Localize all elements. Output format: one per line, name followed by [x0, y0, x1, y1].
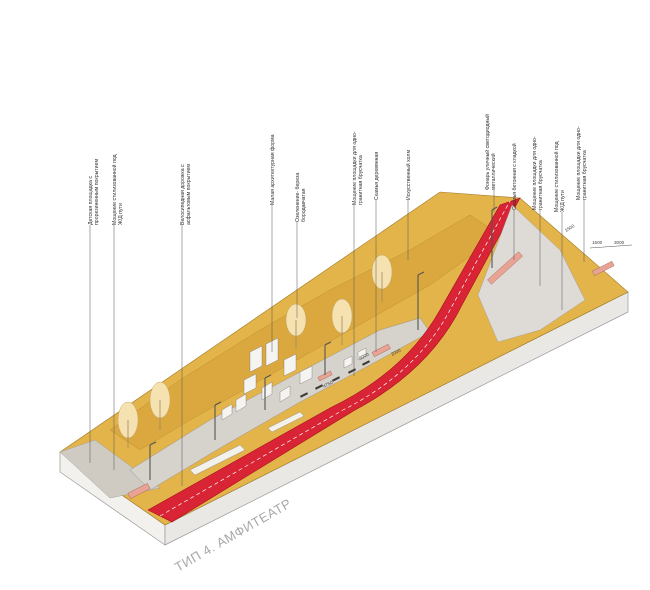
callout-granite-paving-2: Мощение площадки для одно- гранитная бру… [532, 136, 544, 210]
dimension-label: 1500 [564, 223, 576, 233]
callout-line: Скамья деревянная [374, 152, 380, 200]
callout-line: Мощение стилизованной под [111, 154, 118, 225]
callout-line: Малая архитектурная форма [270, 134, 276, 205]
callout-line: Мощение площадки для одно- [532, 136, 538, 210]
callout-line: бородавчатая [301, 188, 307, 222]
callout-line: Скамья бетонная с кладкой [511, 143, 518, 210]
callout-line: Искусственный холм [405, 150, 412, 200]
callout-line: Детская площадка с [88, 176, 94, 225]
pink-bench [371, 343, 391, 358]
callout-line: Ж/Д пути [118, 203, 124, 225]
right-plaza [477, 204, 586, 343]
callout-small-form: Малая архитектурная форма [270, 134, 276, 205]
callout-line: Мощение площадки для одно- [352, 131, 358, 205]
pink-bench [127, 483, 151, 499]
bicycle-track-centerline [159, 200, 511, 517]
concrete-benches [189, 411, 305, 476]
dimension-line [589, 244, 633, 249]
callout-line: Ж/Д пути [560, 190, 566, 212]
callout-concrete-bench: Скамья бетонная с кладкой [511, 143, 518, 210]
callout-birch: Озеленение- береза бородавчатая [295, 173, 307, 222]
callout-hill: Искусственный холм [405, 150, 412, 200]
callout-wooden-bench: Скамья деревянная [374, 152, 380, 200]
callout-line: гранитная брусчатка [538, 160, 544, 210]
street-lamps [149, 206, 498, 480]
pink-bench [592, 260, 615, 276]
dimension-label: 1500 [592, 240, 603, 245]
callout-rail-paving: Мощение стилизованной под Ж/Д пути [111, 154, 124, 225]
dimension-label: 3000 [614, 240, 625, 245]
pink-bench [317, 370, 333, 382]
callout-line: гранитная брусчатка [582, 150, 588, 200]
bicycle-track [147, 197, 521, 523]
callout-line: Фонарь уличный светодиодный [484, 114, 491, 190]
callout-lamp: Фонарь уличный светодиодный металлически… [484, 114, 497, 190]
callout-line: асфальтовым покрытием [186, 164, 192, 225]
wooden-benches [299, 360, 371, 398]
paving-plaza [59, 439, 161, 499]
birch-trunks [127, 272, 383, 448]
callout-bike-path: Велосипедная дорожка с асфальтовым покры… [180, 164, 192, 225]
callout-line: Мощение площадки для одно- [576, 126, 582, 200]
callout-granite-paving-3: Мощение площадки для одно- гранитная бру… [576, 126, 588, 200]
callout-line: Озеленение- береза [295, 173, 301, 222]
callout-line: прорезиненным покрытием [94, 159, 100, 225]
callout-playground: Детская площадка с прорезиненным покрыти… [88, 159, 100, 225]
callout-line: Велосипедная дорожка с [180, 164, 186, 225]
callout-line: Мощение стилизованной под [553, 141, 560, 212]
callout-granite-paving-1: Мощение площадки для одно- гранитная бру… [352, 131, 364, 205]
dimension-label: 6000 [358, 352, 370, 361]
callout-line: металлический [490, 153, 497, 190]
callout-rail-paving-2: Мощение стилизованной под Ж/Д пути [553, 141, 566, 212]
dimension-label: 2000 [390, 348, 402, 357]
callout-line: гранитная брусчатка [358, 155, 364, 205]
dimension-label: 4750 [322, 380, 334, 389]
